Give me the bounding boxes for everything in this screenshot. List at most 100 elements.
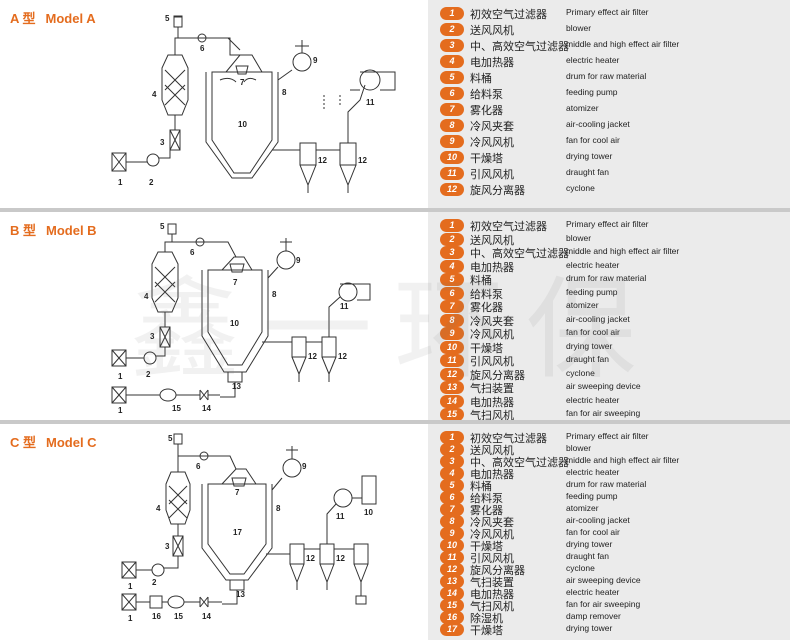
item-number-badge: 5 xyxy=(440,273,464,286)
model-code: B 型 xyxy=(10,223,37,238)
item-name-en: Primary effect air filter xyxy=(566,7,649,17)
item-name-cn: 引风风机 xyxy=(470,552,514,565)
item-name-cn: 除湿机 xyxy=(470,612,503,625)
atomizer-icon xyxy=(229,263,245,273)
item-name-en: electric heater xyxy=(566,467,620,477)
diagram-label: 7 xyxy=(233,278,238,287)
item-name-cn: 中、高效空气过滤器 xyxy=(470,40,569,53)
item-name-en: electric heater xyxy=(566,587,620,597)
item-name-cn: 给料泵 xyxy=(470,287,503,301)
cyclone-icon xyxy=(291,336,307,358)
item-number-badge: 14 xyxy=(440,587,464,600)
item-name-cn: 雾化器 xyxy=(470,104,503,117)
item-name-en: cyclone xyxy=(566,367,595,378)
diagram-label: 8 xyxy=(276,504,281,513)
panel-model-b: B 型 Model B xyxy=(0,212,790,420)
diagram-label: 7 xyxy=(240,78,245,87)
diagram-label: 4 xyxy=(156,504,161,513)
diagram-label: 12 xyxy=(306,554,315,563)
item-name-cn: 电加热器 xyxy=(470,588,514,601)
diagram-labels: 1 2 3 4 5 6 7 8 9 10 11 12 12 xyxy=(0,0,426,208)
diagram-label: 13 xyxy=(236,590,245,599)
model-title: B 型 Model B xyxy=(10,220,107,239)
item-name-cn: 送风风机 xyxy=(470,233,514,247)
item-number-badge: 13 xyxy=(440,575,464,588)
model-name: Model B xyxy=(46,223,97,238)
diagram-label: 9 xyxy=(302,462,307,471)
feeding-pump-icon xyxy=(195,237,205,247)
diagram-label: 1 xyxy=(128,582,133,591)
item-name-en: electric heater xyxy=(566,394,620,405)
item-number-badge: 4 xyxy=(440,467,464,480)
item-number-badge: 6 xyxy=(440,491,464,504)
item-name-en: air sweeping device xyxy=(566,381,641,391)
item-name-en: cyclone xyxy=(566,563,595,573)
item-name-en: drum for raw material xyxy=(566,479,647,489)
item-name-cn: 电加热器 xyxy=(470,395,514,409)
item-name-cn: 初效空气过滤器 xyxy=(470,432,547,445)
item-number-badge: 12 xyxy=(440,563,464,576)
item-name-en: fan for air sweeping xyxy=(566,408,641,418)
item-name-cn: 电加热器 xyxy=(470,260,514,274)
item-name-en: blower xyxy=(566,232,592,243)
cyclone-icon xyxy=(353,543,369,565)
electric-heater-icon xyxy=(199,389,209,401)
item-number-badge: 2 xyxy=(440,23,464,36)
item-number-badge: 3 xyxy=(440,246,464,259)
draught-fan-icon xyxy=(338,282,358,302)
item-number-badge: 5 xyxy=(440,479,464,492)
diagram-area: B 型 Model B xyxy=(0,212,426,420)
model-code: C 型 xyxy=(10,435,37,450)
diagram-label: 12 xyxy=(338,352,347,361)
item-name-en: middle and high effect air filter xyxy=(566,246,680,256)
item-number-badge: 3 xyxy=(440,39,464,52)
diagram-label: 11 xyxy=(336,512,345,521)
item-name-cn: 电加热器 xyxy=(470,468,514,481)
item-name-en: drum for raw material xyxy=(566,273,647,283)
item-number-badge: 2 xyxy=(440,443,464,456)
diagram-label: 11 xyxy=(366,98,375,107)
item-number-badge: 13 xyxy=(440,381,464,394)
diagram-label: 5 xyxy=(165,14,170,23)
item-name-cn: 气扫风机 xyxy=(470,600,514,613)
item-name-en: drum for raw material xyxy=(566,71,647,81)
item-number-badge: 12 xyxy=(440,367,464,381)
item-number-badge: 1 xyxy=(440,219,464,232)
model-name: Model A xyxy=(45,11,96,26)
item-name-cn: 干燥塔 xyxy=(470,624,503,637)
model-name: Model C xyxy=(46,435,97,450)
item-number-badge: 11 xyxy=(440,354,464,367)
feeding-pump-icon xyxy=(199,451,209,461)
item-number-badge: 11 xyxy=(440,551,464,564)
item-number-badge: 3 xyxy=(440,455,464,468)
item-number-badge: 12 xyxy=(440,183,464,196)
item-name-en: cyclone xyxy=(566,183,595,193)
item-number-badge: 2 xyxy=(440,232,464,246)
diagram-label: 15 xyxy=(172,404,181,413)
diagram-label: 12 xyxy=(358,156,367,165)
cyclone-icon xyxy=(299,142,317,166)
diagram-label: 13 xyxy=(232,382,241,391)
diagram-label: 9 xyxy=(296,256,301,265)
diagram-label: 8 xyxy=(272,290,277,299)
item-number-badge: 17 xyxy=(440,623,464,636)
item-name-cn: 料桶 xyxy=(470,72,492,85)
diagram-label: 3 xyxy=(165,542,170,551)
item-number-badge: 4 xyxy=(440,259,464,273)
item-name-en: blower xyxy=(566,443,592,453)
diagram-label: 2 xyxy=(152,578,157,587)
item-name-cn: 雾化器 xyxy=(470,504,503,517)
electric-heater-icon xyxy=(165,471,191,525)
diagram-label: 6 xyxy=(200,44,205,53)
item-name-en: draught fan xyxy=(566,551,610,561)
item-number-badge: 14 xyxy=(440,394,464,408)
item-name-cn: 雾化器 xyxy=(470,301,503,314)
item-name-en: feeding pump xyxy=(566,491,618,501)
diagram-label: 7 xyxy=(235,488,240,497)
item-name-cn: 旋风分离器 xyxy=(470,368,525,382)
drying-tower-icon xyxy=(361,475,377,505)
